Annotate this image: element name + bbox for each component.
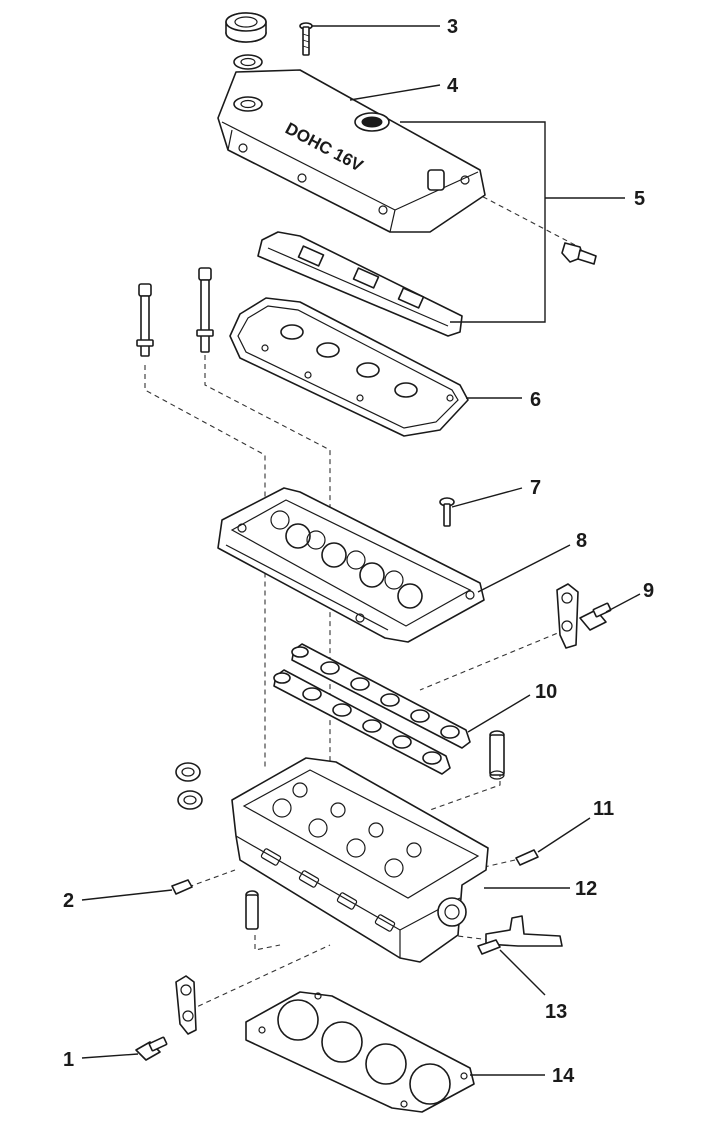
carrier-bolt-7 <box>439 497 455 527</box>
cover-gasket <box>229 297 469 437</box>
leader-lines <box>81 25 641 1076</box>
coolant-pipe <box>485 915 563 947</box>
camshafts <box>273 643 471 775</box>
callout-1: 1 <box>63 1049 74 1071</box>
callout-13: 13 <box>545 1001 567 1023</box>
callout-14: 14 <box>552 1065 575 1087</box>
callout-3: 3 <box>447 16 458 38</box>
pcv-fitting <box>561 242 597 265</box>
camshaft-carrier <box>217 487 485 643</box>
callout-4: 4 <box>447 75 459 97</box>
callout-9: 9 <box>643 580 654 602</box>
cylinder-head <box>231 757 489 963</box>
oil-filler-cap <box>225 12 267 70</box>
callout-5: 5 <box>634 188 645 210</box>
callout-7: 7 <box>530 477 541 499</box>
callout-11: 11 <box>593 798 614 820</box>
expansion-plugs <box>175 762 203 810</box>
lifting-bracket-1 <box>135 975 197 1061</box>
hollow-pin-10 <box>489 730 505 780</box>
callout-12: 12 <box>575 878 597 900</box>
valve-cover: DOHC 16V <box>217 69 486 233</box>
head-gasket <box>245 991 475 1113</box>
long-bolts <box>136 267 214 357</box>
callout-10: 10 <box>535 681 557 703</box>
dowel-pins <box>171 849 539 955</box>
cover-bolt-3 <box>299 22 313 56</box>
lifting-bracket-9 <box>556 583 612 649</box>
baffle-plate <box>257 231 463 337</box>
callout-2: 2 <box>63 890 74 912</box>
callout-6: 6 <box>530 389 541 411</box>
callout-labels: 1 2 3 4 5 6 7 8 9 10 11 12 13 14 <box>63 16 654 1087</box>
callout-8: 8 <box>576 530 587 552</box>
